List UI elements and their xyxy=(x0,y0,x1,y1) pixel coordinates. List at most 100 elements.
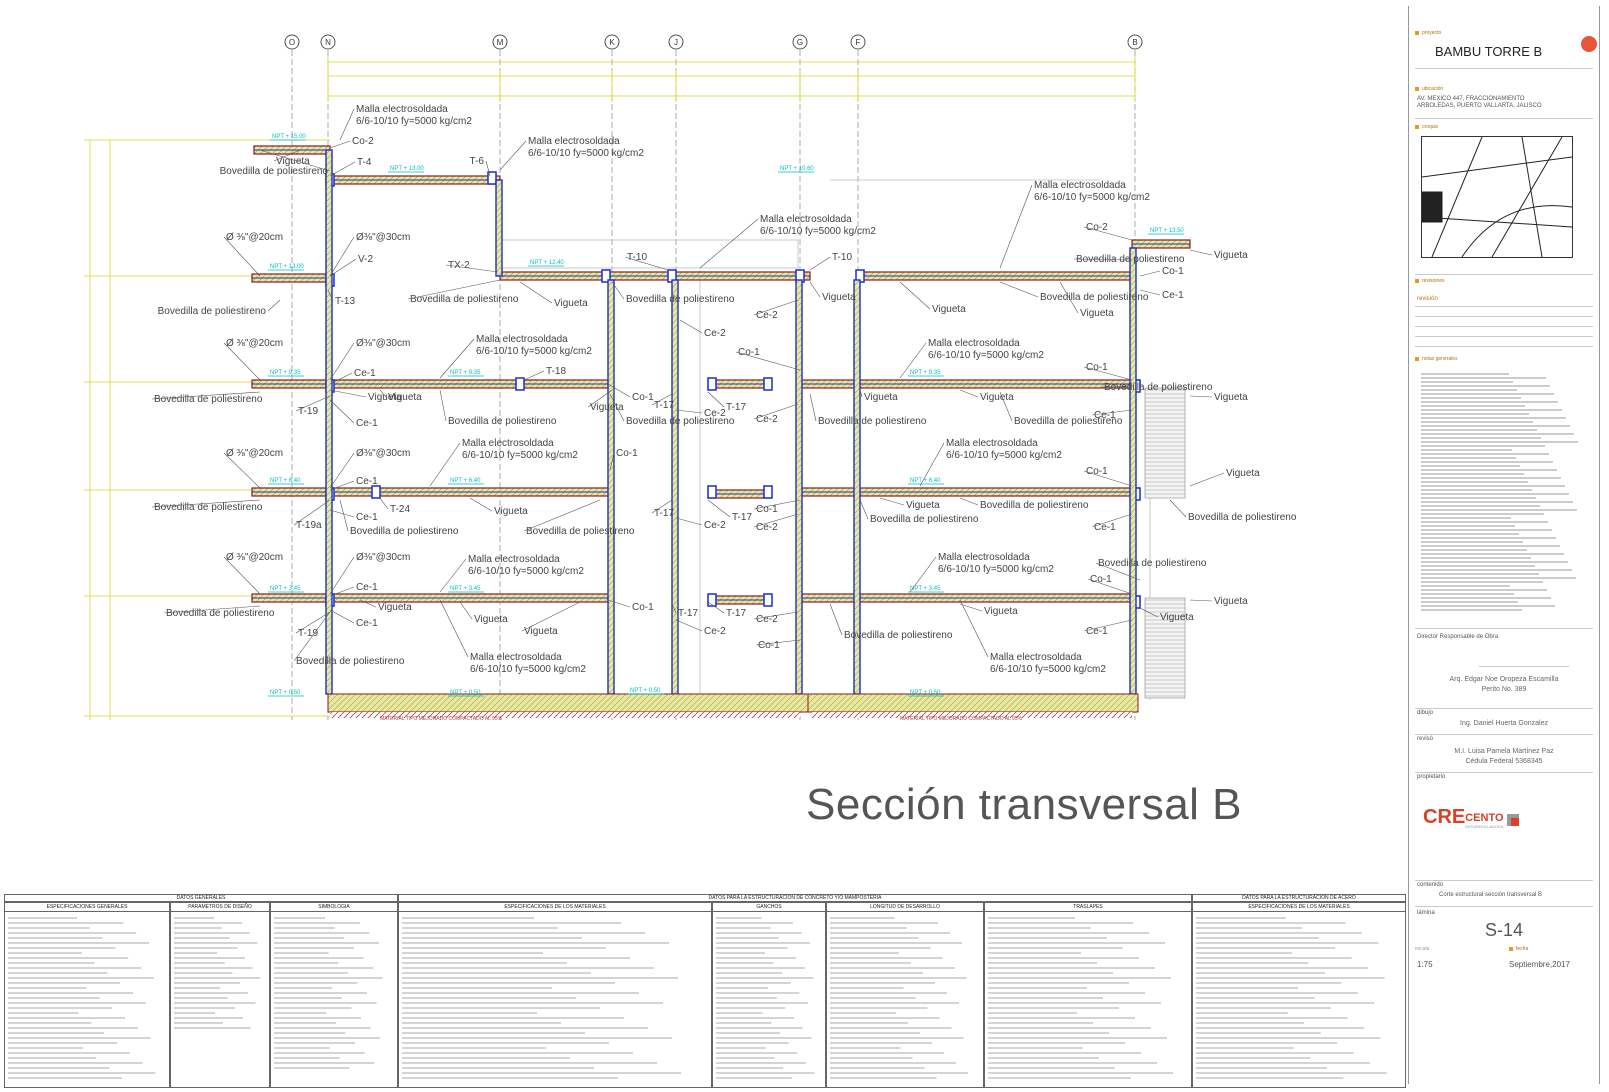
axis-bubble-K xyxy=(604,34,620,50)
label-bovedilla: Bovedilla de poliestireno xyxy=(166,608,275,619)
label-malla-spec: 6/6-10/10 fy=5000 kg/cm2 xyxy=(946,450,1062,461)
label-malla: Malla electrosoldada xyxy=(468,554,560,565)
axis-label-M: M xyxy=(497,38,504,47)
label-co1: Co-1 xyxy=(632,602,654,613)
label-co1: Co-1 xyxy=(616,448,638,459)
label-bovedilla: Bovedilla de poliestireno xyxy=(1014,416,1123,427)
sheet-title: Sección transversal B xyxy=(806,780,1243,829)
label-bovedilla: Bovedilla de poliestireno xyxy=(158,306,267,317)
label-ce2: Ce-2 xyxy=(756,522,778,533)
label-ce2: Ce-2 xyxy=(756,614,778,625)
propietario-label: propietario xyxy=(1417,774,1446,780)
label-malla-spec: 6/6-10/10 fy=5000 kg/cm2 xyxy=(990,664,1106,675)
axis-label-J: J xyxy=(674,38,678,47)
label-vigueta: Vigueta xyxy=(1080,308,1114,319)
esp-generales-header: ESPECIFICACIONES GENERALES xyxy=(5,903,169,912)
perito-number: Perito No. 389 xyxy=(1481,686,1527,693)
datos-generales-header: DATOS GENERALES xyxy=(176,895,226,901)
label-malla: Malla electrosoldada xyxy=(528,136,620,147)
label-co1: Co-1 xyxy=(1090,574,1112,585)
column-4 xyxy=(795,279,803,695)
label-malla-spec: 6/6-10/10 fy=5000 kg/cm2 xyxy=(470,664,586,675)
project-name: BAMBU TORRE B xyxy=(1435,44,1543,59)
longitud-header: LONGITUD DE DESARROLLO xyxy=(827,903,983,912)
label-vigueta: Vigueta xyxy=(906,500,940,511)
label-bovedilla: Bovedilla de poliestireno xyxy=(980,500,1089,511)
developer-logo: CRE CENTO DESARROLLADORA xyxy=(1423,806,1519,829)
label-vigueta: Vigueta xyxy=(276,156,310,167)
label-bovedilla: Bovedilla de poliestireno xyxy=(626,416,735,427)
label-vigueta: Vigueta xyxy=(494,506,528,517)
material-label-2: MATERIAL TIPO MEJORADO COMPACTADO AL 95% xyxy=(900,716,1023,722)
dibujo-label: dibujo xyxy=(1417,710,1434,716)
level-mark: NPT + 6.40 xyxy=(450,478,481,484)
revisiones-label: revisiones xyxy=(1422,278,1445,284)
label-co1: Co-1 xyxy=(758,640,780,651)
label-rod30: Ø⅜"@30cm xyxy=(356,448,410,459)
scale-value: 1:75 xyxy=(1417,960,1433,969)
label-co1: Co-1 xyxy=(738,347,760,358)
general-notes-block xyxy=(1419,370,1589,620)
column-6 xyxy=(1129,247,1137,695)
beam-13 xyxy=(707,593,717,607)
level-mark: NPT + 13.00 xyxy=(270,264,304,270)
title-block: proyecto BAMBU TORRE B ubicación AV. MEX… xyxy=(1408,6,1600,1084)
label-vigueta: Vigueta xyxy=(524,626,558,637)
column-1 xyxy=(495,179,503,277)
label-ce1: Ce-1 xyxy=(1086,626,1108,637)
label-t17: T-17 xyxy=(654,400,674,411)
label-ce1: Ce-1 xyxy=(1094,522,1116,533)
material-label-1: MATERIAL TIPO MEJORADO COMPACTADO AL 95% xyxy=(380,716,503,722)
director-name: Arq. Edgar Noe Oropeza Escamilla xyxy=(1449,676,1559,683)
label-rod30: Ø⅜"@30cm xyxy=(356,232,410,243)
axis-bubble-J xyxy=(668,34,684,50)
label-vigueta: Vigueta xyxy=(368,392,402,403)
beam-1 xyxy=(487,171,497,185)
label-t6: T-6 xyxy=(470,156,485,167)
ganchos-header: GANCHOS xyxy=(713,903,825,912)
level-mark: NPT + 6.40 xyxy=(910,478,941,484)
label-rod20: Ø ⅜"@20cm xyxy=(226,232,283,243)
beam-11 xyxy=(707,377,717,391)
label-vigueta: Vigueta xyxy=(1214,392,1248,403)
esp-materiales-acero-header: ESPECIFICACIONES DE LOS MATERIALES xyxy=(1193,903,1405,912)
dibujo-name: Ing. Daniel Huerta Gonzalez xyxy=(1460,720,1548,727)
label-rod20: Ø ⅜"@20cm xyxy=(226,338,283,349)
label-t24: T-24 xyxy=(390,504,410,515)
level-mark: NPT + 9.35 xyxy=(910,370,941,376)
beam-2 xyxy=(515,377,525,391)
level-mark: NPT + 3.45 xyxy=(450,586,481,592)
level-mark: NPT + 6.40 xyxy=(270,478,301,484)
label-ce1: Ce-1 xyxy=(1162,290,1184,301)
label-t19: T-19 xyxy=(298,628,318,639)
label-t17: T-17 xyxy=(678,608,698,619)
simbologia-header: SIMBOLOGIA xyxy=(271,903,397,912)
parametros-header: PARAMETROS DE DISEÑO xyxy=(171,903,269,912)
label-t17: T-17 xyxy=(732,512,752,523)
label-bovedilla: Bovedilla de poliestireno xyxy=(870,514,979,525)
label-ce2: Ce-2 xyxy=(756,310,778,321)
logo-square-icon xyxy=(1506,814,1519,826)
sheet-number: S-14 xyxy=(1484,920,1524,940)
esp-materiales-header: ESPECIFICACIONES DE LOS MATERIALES xyxy=(399,903,711,912)
date-value: Septiembre,2017 xyxy=(1509,960,1570,969)
label-tx2: TX-2 xyxy=(448,260,470,271)
label-bovedilla: Bovedilla de poliestireno xyxy=(296,656,405,667)
beam-10 xyxy=(763,593,773,607)
escala-label: escala xyxy=(1415,946,1430,952)
axis-label-K: K xyxy=(609,38,615,47)
label-malla: Malla electrosoldada xyxy=(990,652,1082,663)
axis-bubble-G xyxy=(792,34,808,50)
label-co2: Co-2 xyxy=(1086,222,1108,233)
axis-label-N: N xyxy=(325,38,331,47)
label-vigueta: Vigueta xyxy=(474,614,508,625)
label-t17: T-17 xyxy=(726,608,746,619)
beam-9 xyxy=(763,485,773,499)
label-t10: T-10 xyxy=(832,252,852,263)
label-bovedilla: Bovedilla de poliestireno xyxy=(1076,254,1185,265)
label-bovedilla: Bovedilla de poliestireno xyxy=(350,526,459,537)
label-rod30: Ø⅜"@30cm xyxy=(356,338,410,349)
label-vigueta: Vigueta xyxy=(1226,468,1260,479)
label-malla: Malla electrosoldada xyxy=(470,652,562,663)
column-2 xyxy=(607,279,615,695)
